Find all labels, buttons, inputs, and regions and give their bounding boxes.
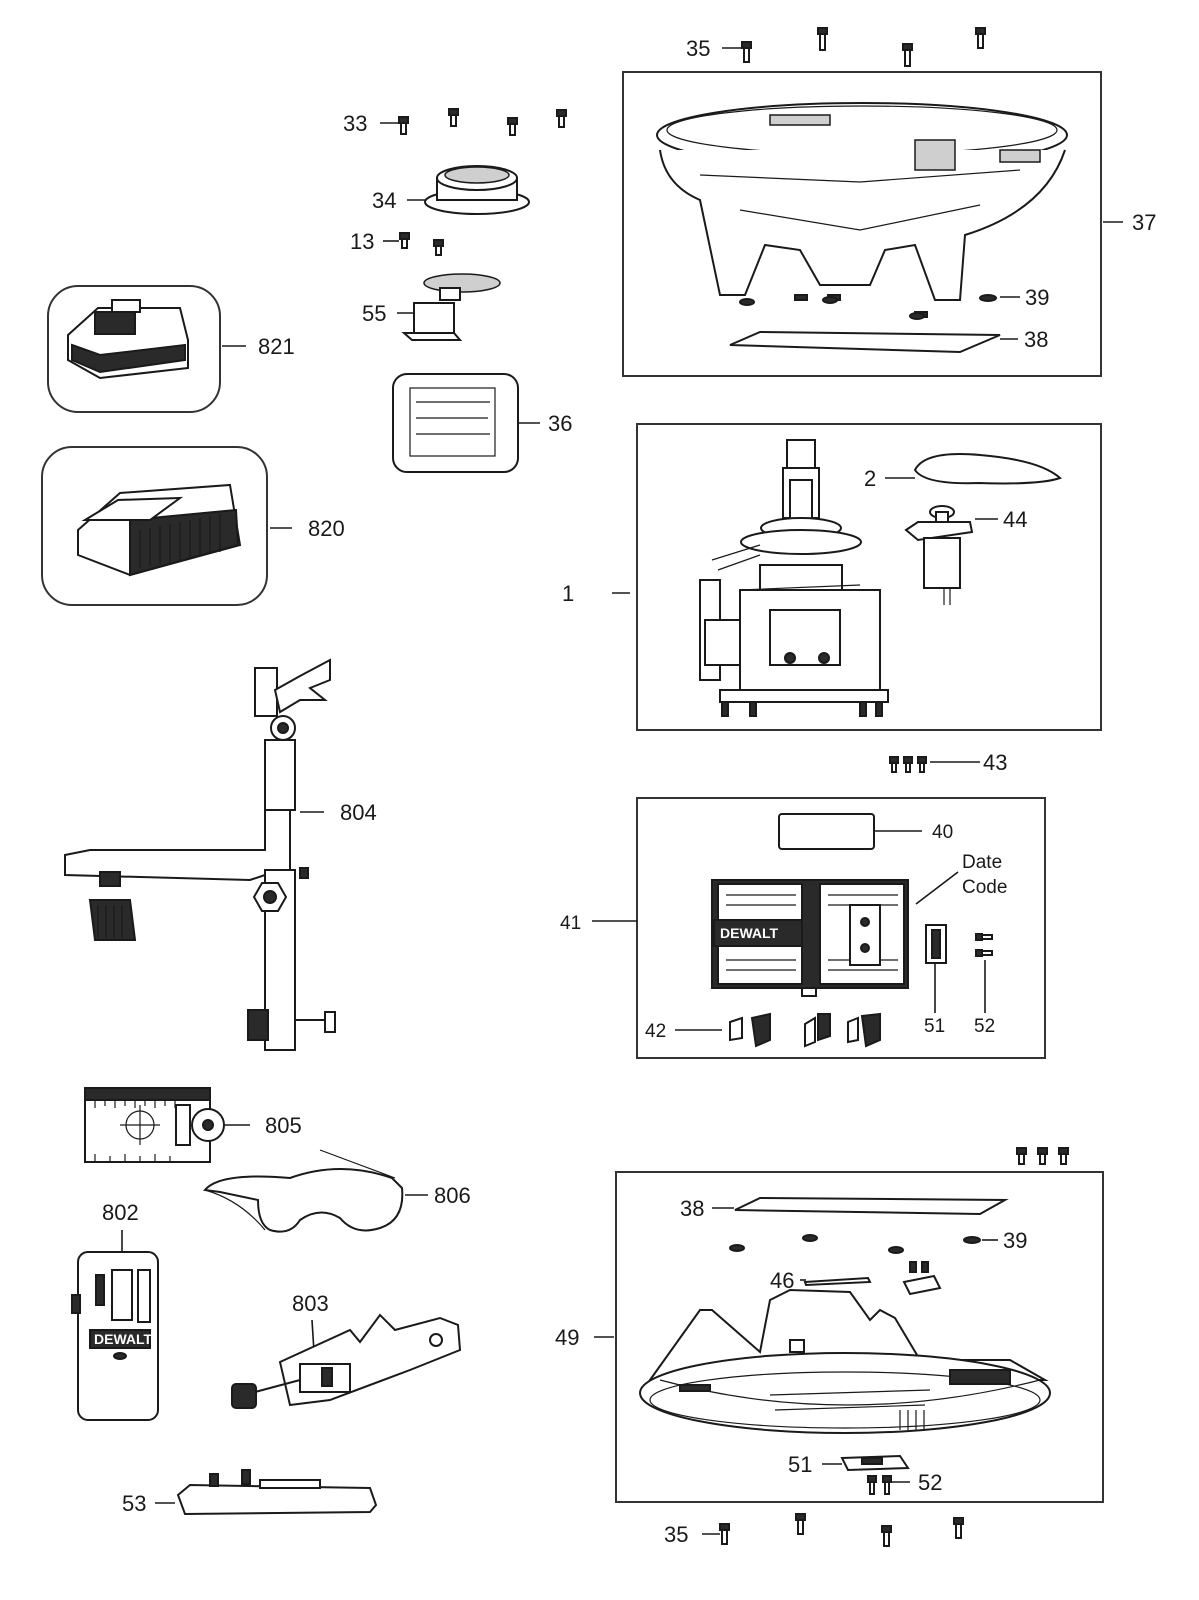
- label-49: 49: [555, 1325, 579, 1350]
- latch-51-bot: [840, 1454, 910, 1472]
- base-housing-49: [639, 1288, 1051, 1434]
- label-35-bot: 35: [664, 1522, 688, 1547]
- bottom-screws-35: [702, 1513, 964, 1547]
- screw-icon: [398, 116, 409, 135]
- label-55: 55: [362, 301, 386, 326]
- battery-pack-41: DEWALT: [711, 879, 909, 997]
- screw-icon: [507, 117, 518, 136]
- label-821: 821: [258, 334, 295, 359]
- battery-box: [47, 285, 221, 413]
- wall-mount-804: [64, 658, 336, 1051]
- label-51-bot: 51: [788, 1452, 812, 1477]
- screw-icon: [975, 27, 986, 49]
- small-assembly-icon: [902, 1261, 942, 1296]
- laser-detector-802: DEWALT: [71, 1251, 159, 1421]
- label-1: 1: [562, 581, 574, 606]
- battery-pack-821: [67, 299, 189, 380]
- label-820: 820: [308, 516, 345, 541]
- detector-clamp-803: [231, 1313, 462, 1409]
- bracket-55: [401, 273, 501, 341]
- label-40: 40: [932, 822, 953, 843]
- magnetic-base-53: [176, 1469, 378, 1516]
- label-52-mid: 52: [974, 1016, 995, 1037]
- label-33: 33: [343, 111, 367, 136]
- label-53: 53: [122, 1491, 146, 1516]
- label-35-top: 35: [686, 36, 710, 61]
- rubber-foot-39-bot: [729, 1234, 981, 1254]
- top-screws-group-49: [1016, 1147, 1069, 1165]
- label-51-mid: 51: [924, 1016, 945, 1037]
- label-2: 2: [864, 466, 876, 491]
- label-38-top: 38: [1024, 327, 1048, 352]
- safety-glasses-806: [203, 1149, 404, 1233]
- motor-44: [904, 505, 974, 605]
- gasket-38: [729, 330, 1001, 354]
- label-52-bot: 52: [918, 1470, 942, 1495]
- rubber-foot-39: [739, 294, 997, 320]
- label-803: 803: [292, 1291, 329, 1316]
- label-41: 41: [560, 913, 581, 934]
- screw-icon: [902, 43, 913, 67]
- label-43: 43: [983, 750, 1007, 775]
- screw-icon: [741, 41, 752, 63]
- label-13: 13: [350, 229, 374, 254]
- brand-logo-802: DEWALT: [94, 1331, 153, 1347]
- label-plate-36: [392, 373, 519, 473]
- gasket-38-bot: [734, 1196, 1009, 1216]
- charger-820: [77, 483, 242, 577]
- label-46: 46: [770, 1268, 794, 1293]
- label-40-plate: [778, 813, 875, 850]
- screw-icon: [817, 27, 828, 51]
- label-38-bot: 38: [680, 1196, 704, 1221]
- laser-chassis-1: [699, 439, 889, 717]
- target-card-805: [84, 1087, 225, 1163]
- chassis-group-box: [636, 423, 1102, 731]
- label-date-code-line1: Date: [962, 852, 1002, 873]
- top-screws-35: 35: [686, 27, 986, 67]
- label-804: 804: [340, 800, 377, 825]
- belt-2: [913, 453, 1062, 485]
- label-36: 36: [548, 411, 572, 436]
- label-39-top: 39: [1025, 285, 1049, 310]
- label-date-code-line2: Code: [962, 877, 1007, 898]
- screws-52-mid: [975, 933, 993, 957]
- screw-icon: [448, 108, 459, 127]
- label-42: 42: [645, 1021, 666, 1042]
- label-802: 802: [102, 1200, 139, 1225]
- top-housing: [656, 102, 1068, 318]
- label-806: 806: [434, 1183, 471, 1208]
- latch-51-mid: [925, 924, 947, 964]
- label-39-bot: 39: [1003, 1228, 1027, 1253]
- screws-52-bot: [867, 1475, 892, 1495]
- label-37: 37: [1132, 210, 1156, 235]
- charger-box: [41, 446, 268, 606]
- top-cap-34: [424, 165, 530, 215]
- label-805: 805: [265, 1113, 302, 1138]
- battery-pack-group-box: [636, 797, 1046, 1059]
- base-housing-group-box: [615, 1171, 1104, 1503]
- pin-46: [803, 1276, 872, 1287]
- screw-icon: [433, 239, 444, 256]
- screws-43: [889, 756, 927, 773]
- label-44: 44: [1003, 507, 1027, 532]
- brand-logo-41: DEWALT: [720, 925, 779, 941]
- screw-icon: [399, 232, 410, 249]
- clips-42: [729, 1012, 881, 1048]
- label-34: 34: [372, 188, 396, 213]
- screw-icon: [556, 109, 567, 128]
- housing-group-box: [622, 71, 1102, 377]
